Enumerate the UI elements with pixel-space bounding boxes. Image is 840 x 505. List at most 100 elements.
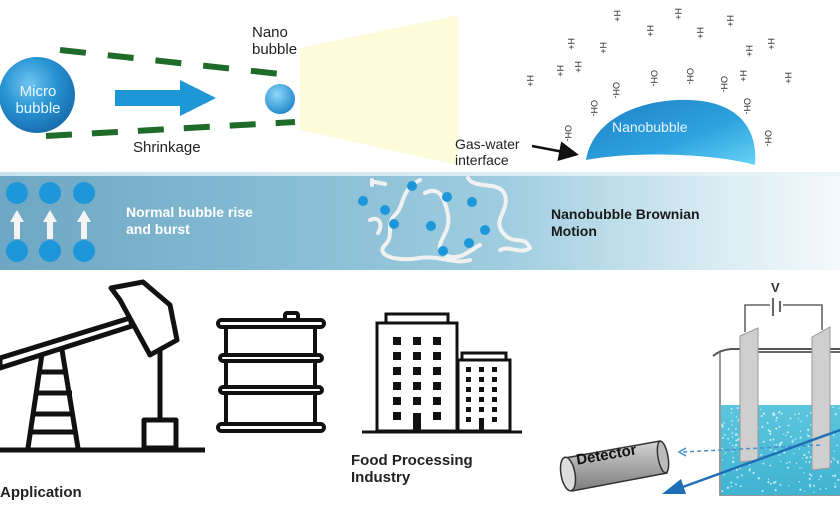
window: [393, 397, 401, 405]
oil-barrel-icon: [216, 311, 326, 433]
ion-cloud: H+H+H+H+H+H+H+H+H+H+H+H+H+H+OH-OH-OH-OH-…: [525, 8, 793, 147]
hydrogen-ion: H+: [525, 75, 535, 87]
hydrogen-ion: H+: [783, 72, 793, 84]
funnel-line-bottom: [45, 119, 296, 139]
window: [393, 412, 401, 420]
bubble-behavior-band: [0, 176, 840, 270]
window: [413, 397, 421, 405]
shrinkage-label: Shrinkage: [133, 139, 201, 156]
window: [433, 397, 441, 405]
hydrogen-ion: H+: [598, 42, 608, 54]
brownian-nanobubbles: [358, 181, 490, 256]
rise-arrow-icon-3: [77, 210, 91, 239]
window: [466, 387, 471, 392]
food-processing-line1: Food Processing: [351, 452, 473, 469]
hydrogen-ion: H+: [566, 38, 576, 50]
gas-water-label-line1: Gas-water: [455, 136, 520, 152]
hydroxide-ion: OH-: [611, 82, 621, 99]
window: [433, 352, 441, 360]
gas-water-label-line2: interface: [455, 152, 509, 168]
nano-bubble: [265, 84, 295, 114]
window: [466, 417, 471, 422]
nano-bubble-label: Nano bubble: [252, 24, 297, 58]
window: [492, 407, 497, 412]
window: [413, 337, 421, 345]
door: [413, 413, 421, 431]
application-label: Application: [0, 484, 82, 501]
window: [433, 337, 441, 345]
normal-rise-label: Normal bubble rise and burst: [126, 204, 253, 238]
band-top-edge: [0, 172, 840, 176]
door: [479, 418, 484, 431]
window: [479, 367, 484, 372]
window: [433, 382, 441, 390]
hydroxide-ion: OH-: [742, 98, 752, 115]
window: [479, 397, 484, 402]
window: [492, 417, 497, 422]
window: [492, 387, 497, 392]
hydrogen-ion: H+: [612, 10, 622, 22]
food-processing-line2: Industry: [351, 469, 411, 486]
laser-beam-arrow: [679, 428, 840, 490]
normal-rise-line2: and burst: [126, 221, 190, 237]
hydroxide-ion: OH-: [563, 125, 573, 142]
hydroxide-ion: OH-: [649, 70, 659, 87]
brownian-line2: Motion: [551, 223, 597, 239]
hydrogen-ion: H+: [738, 70, 748, 82]
hydroxide-ion: OH-: [685, 68, 695, 85]
window: [393, 352, 401, 360]
window: [413, 382, 421, 390]
window: [433, 412, 441, 420]
micro-bubble: [0, 57, 75, 133]
building-windows: [393, 337, 497, 431]
window: [393, 337, 401, 345]
hydroxide-ion: OH-: [763, 130, 773, 147]
window: [466, 377, 471, 382]
micro-bubble-label-line1: Micro: [19, 83, 57, 100]
gas-water-interface-label: Gas-water interface: [455, 136, 520, 168]
hydrogen-ion: H+: [673, 8, 683, 20]
micro-bubble-label: Micro bubble: [8, 83, 68, 117]
window: [492, 377, 497, 382]
window: [413, 367, 421, 375]
window: [479, 377, 484, 382]
hydrogen-ion: H+: [695, 27, 705, 39]
shrinkage-arrow: [115, 80, 216, 116]
interface-arrow: [531, 141, 579, 162]
window: [393, 367, 401, 375]
brownian-paths: [368, 176, 532, 264]
micro-bubble-label-line2: bubble: [15, 100, 61, 117]
hydroxide-ion: OH-: [719, 76, 729, 93]
oil-pumpjack-icon: [0, 279, 205, 453]
magnification-highlight: [300, 15, 458, 165]
rise-arrow-icon-1: [10, 210, 24, 239]
funnel-line-top: [59, 47, 281, 77]
voltage-label: V: [771, 280, 780, 295]
food-processing-buildings-icon: [362, 312, 522, 434]
hydrogen-ion: H+: [744, 45, 754, 57]
laser-beam-arrowhead: [662, 479, 686, 494]
hydrogen-ion: H+: [573, 61, 583, 73]
window: [393, 382, 401, 390]
electrolysis-beaker-icon: [712, 298, 840, 496]
nanobubble-dome: [586, 99, 756, 165]
hydrogen-ion: H+: [766, 38, 776, 50]
window: [492, 397, 497, 402]
nanobubble-dome-label: Nanobubble: [612, 119, 688, 135]
window: [492, 367, 497, 372]
normal-rise-line1: Normal bubble rise: [126, 204, 253, 220]
hydrogen-ion: H+: [725, 15, 735, 27]
brownian-line1: Nanobubble Brownian: [551, 206, 700, 222]
window: [466, 367, 471, 372]
window: [466, 397, 471, 402]
nano-bubble-label-line1: Nano: [252, 24, 288, 41]
window: [479, 387, 484, 392]
brownian-motion-label: Nanobubble Brownian Motion: [551, 206, 700, 240]
hydroxide-ion: OH-: [589, 100, 599, 117]
nano-bubble-label-line2: bubble: [252, 41, 298, 58]
window: [479, 407, 484, 412]
hydrogen-ion: H+: [645, 25, 655, 37]
window: [466, 407, 471, 412]
window: [433, 367, 441, 375]
